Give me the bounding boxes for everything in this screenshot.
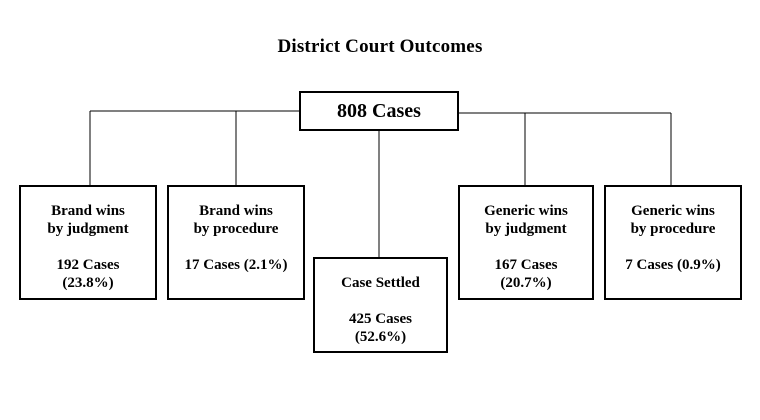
outcome-label-line2: by judgment — [47, 221, 129, 237]
outcome-count: 17 Cases (2.1%) — [184, 257, 288, 273]
outcome-label-line2: by procedure — [193, 221, 279, 237]
diagram-title: District Court Outcomes — [277, 36, 483, 57]
outcome-count: 167 Cases — [494, 257, 558, 273]
outcome-label-line1: Brand wins — [51, 203, 125, 219]
outcome-generic-wins-procedure: Generic wins by procedure 7 Cases (0.9%) — [604, 185, 742, 300]
outcome-count: 7 Cases (0.9%) — [625, 257, 721, 273]
outcome-brand-wins-procedure: Brand wins by procedure 17 Cases (2.1%) — [167, 185, 305, 300]
outcome-label-line1: Generic wins — [631, 203, 715, 219]
root-total-cases: 808 Cases — [299, 91, 459, 131]
outcome-percent: (52.6%) — [354, 329, 407, 345]
outcome-label-line2: by judgment — [485, 221, 567, 237]
outcome-label-line1: Generic wins — [484, 203, 568, 219]
outcome-count: 192 Cases — [56, 257, 120, 273]
outcome-label-line1: Brand wins — [199, 203, 273, 219]
outcome-label-line1: Case Settled — [341, 275, 420, 291]
outcome-case-settled: Case Settled 425 Cases (52.6%) — [313, 257, 448, 353]
outcome-generic-wins-judgment: Generic wins by judgment 167 Cases (20.7… — [458, 185, 594, 300]
outcome-brand-wins-judgment: Brand wins by judgment 192 Cases (23.8%) — [19, 185, 157, 300]
outcome-percent: (23.8%) — [62, 275, 114, 291]
outcome-percent: (20.7%) — [500, 275, 552, 291]
outcome-count: 425 Cases — [349, 311, 412, 327]
outcome-label-line2: by procedure — [630, 221, 716, 237]
